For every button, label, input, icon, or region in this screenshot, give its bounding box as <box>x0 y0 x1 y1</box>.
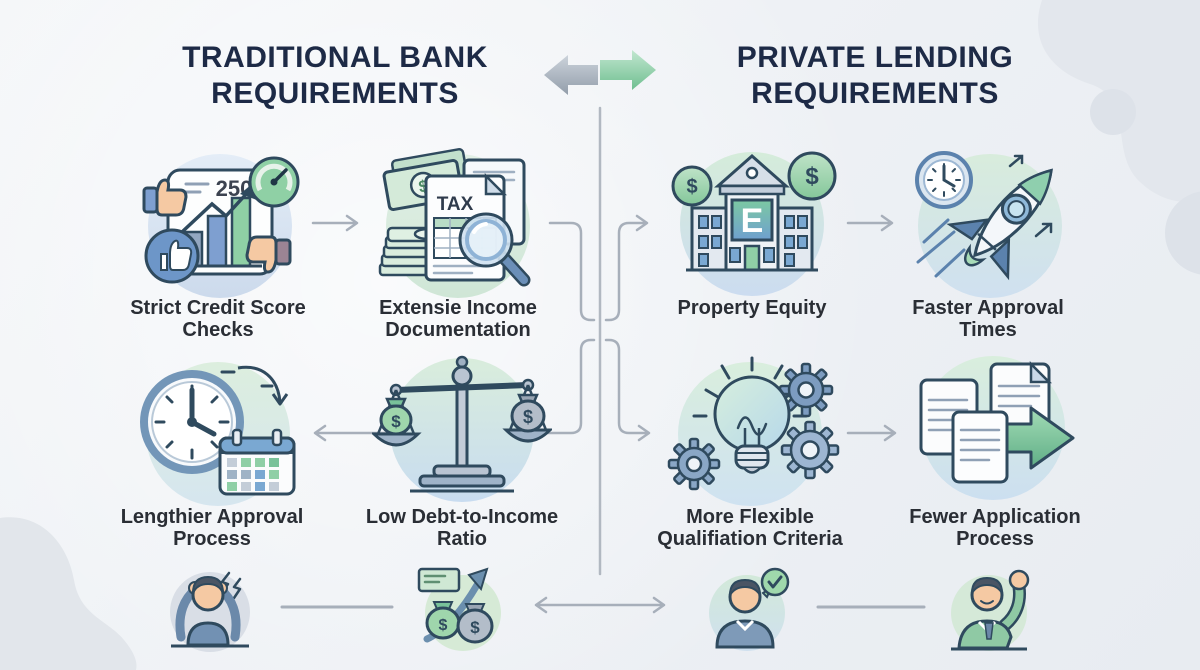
svg-text:TAX: TAX <box>437 194 474 215</box>
svg-text:$: $ <box>523 407 533 427</box>
svg-text:$: $ <box>391 412 401 431</box>
arrow-row2-right <box>846 424 897 442</box>
approved-person-check-icon <box>701 563 796 663</box>
clock-calendar-icon <box>122 352 302 517</box>
balance-scale-money-bags-icon: $ $ <box>370 350 554 515</box>
documents-forward-arrow-icon <box>905 350 1085 515</box>
svg-text:$: $ <box>470 618 480 637</box>
credit-score-chart-icon: 250 <box>128 144 308 309</box>
label-faster-approval: Faster Approval Times <box>912 297 1064 341</box>
left-column-title: TRADITIONAL BANK REQUIREMENTS <box>182 41 488 110</box>
label-flexible-qualification: More Flexible Qualifiation Criteria <box>657 506 843 550</box>
rocket-clock-icon <box>898 144 1078 309</box>
bottom-double-arrow <box>534 596 666 614</box>
label-debt-to-income: Low Debt-to-Income Ratio <box>365 506 559 550</box>
bottom-left-blob <box>0 517 137 670</box>
arrow-row1-right <box>846 214 894 232</box>
label-property-equity: Property Equity <box>677 297 827 319</box>
svg-text:$: $ <box>686 176 697 198</box>
svg-text:$: $ <box>439 617 448 634</box>
swap-left-arrow <box>544 55 598 95</box>
stressed-person-icon <box>163 565 258 665</box>
label-strict-credit-score: Strict Credit Score Checks <box>130 297 306 341</box>
swap-right-arrow <box>600 50 656 90</box>
decor-circle-small <box>1090 89 1136 135</box>
label-income-documentation: Extensie Income Documentation <box>379 297 537 341</box>
money-bags-growth-icon: $ $ <box>413 561 508 661</box>
bank-building-equity-icon: $ $ E <box>662 142 842 307</box>
right-column-title: PRIVATE LENDING REQUIREMENTS <box>736 41 1014 110</box>
decor-circle-edge <box>1165 191 1200 275</box>
connector-lower-right <box>604 338 651 442</box>
connector-lower-left <box>313 338 596 442</box>
arrow-row1-left <box>311 214 359 232</box>
svg-text:$: $ <box>805 163 819 190</box>
connector-upper-left <box>548 221 596 322</box>
lightbulb-gears-icon <box>660 352 840 517</box>
label-lengthier-approval: Lengthier Approval Process <box>120 506 304 550</box>
swap-arrows-icon <box>538 46 662 105</box>
tax-document-magnifier-icon: $ TAX <box>368 144 548 309</box>
svg-text:E: E <box>741 202 764 240</box>
happy-person-icon <box>945 563 1040 663</box>
label-fewer-application: Fewer Application Process <box>909 506 1081 550</box>
connector-upper-right <box>604 214 649 322</box>
